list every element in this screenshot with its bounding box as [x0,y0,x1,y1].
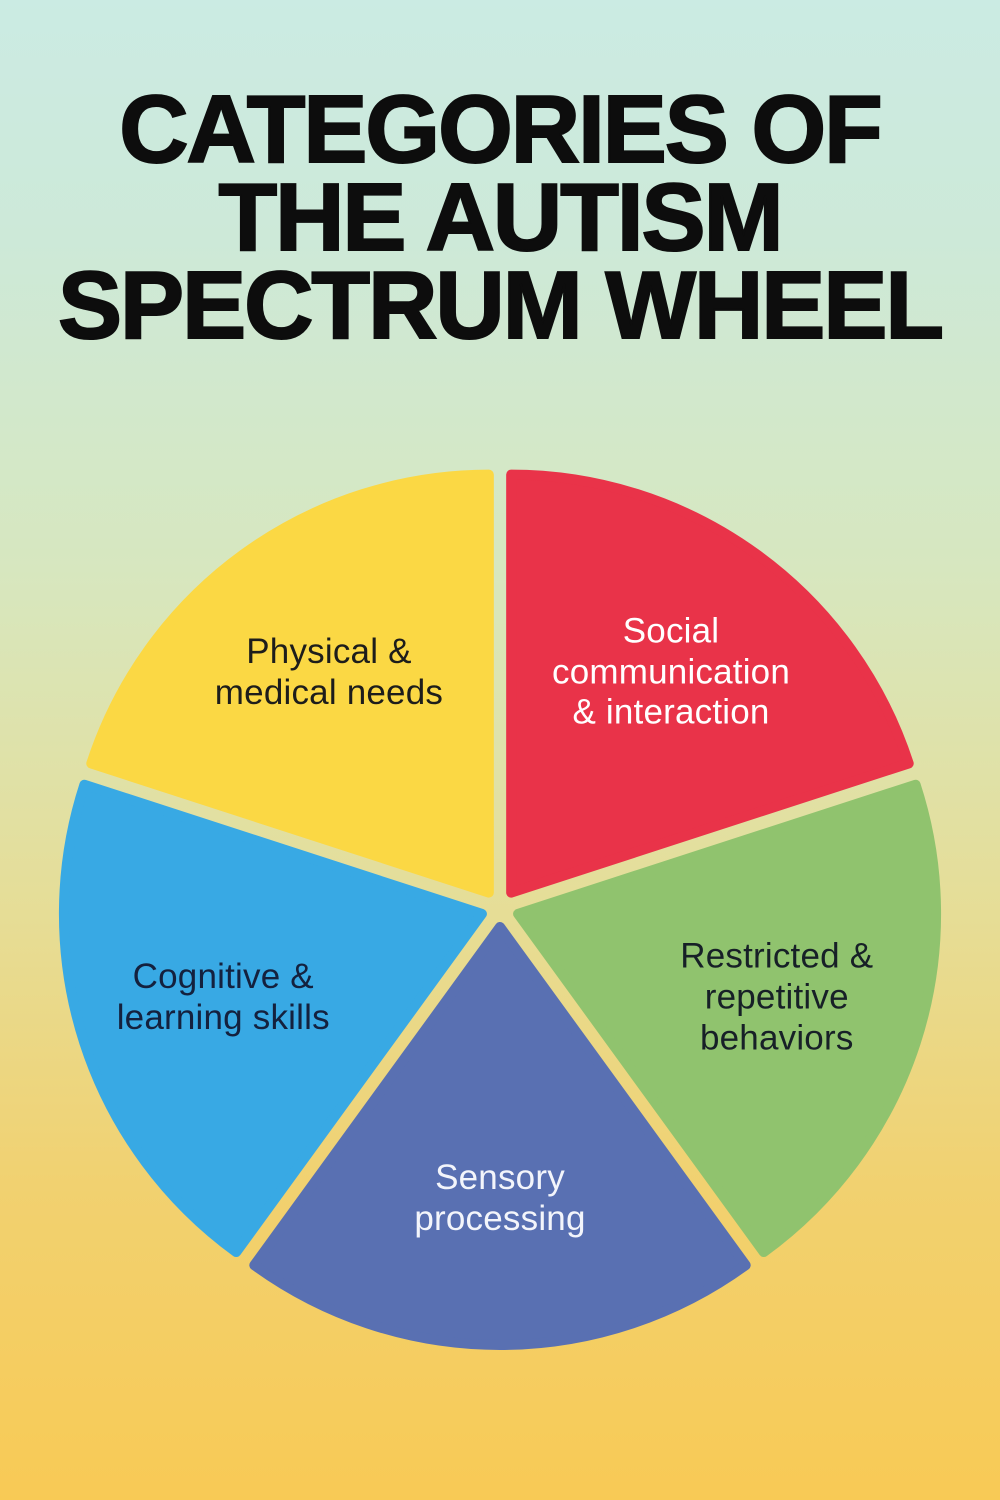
pie-slice-4 [58,779,487,1258]
title-line: SPECTRUM WHEEL [57,252,945,359]
pie-slice-5 [86,469,494,898]
pie-slice-2 [513,779,942,1258]
title-line: CATEGORIES OF [118,76,884,183]
page-title: CATEGORIES OF THE AUTISM SPECTRUM WHEEL [0,0,1000,359]
pie-slice-1 [506,469,914,898]
pie-slice-3 [249,922,751,1350]
title-line: THE AUTISM [217,164,784,271]
